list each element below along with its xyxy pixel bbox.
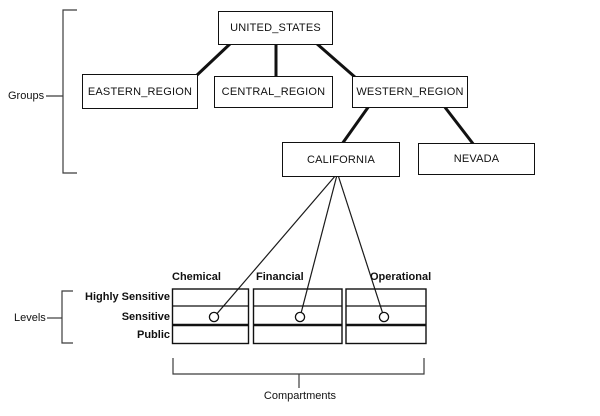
- edge-western-nevada: [442, 105, 476, 146]
- levels-table: [171, 288, 427, 345]
- node-western-region: WESTERN_REGION: [352, 76, 468, 108]
- groups-bracket-label: Groups: [8, 90, 45, 102]
- node-california: CALIFORNIA: [282, 142, 400, 177]
- groups-bracket: [62, 9, 77, 174]
- group-hierarchy-edges: [194, 41, 476, 146]
- level-label-highly-sensitive: Highly Sensitive: [85, 291, 170, 303]
- edge-western-california: [340, 105, 371, 145]
- table-column-chemical: [171, 288, 250, 345]
- link-california-operational: [337, 174, 383, 313]
- marker-circle-financial: [294, 311, 306, 323]
- node-label: UNITED_STATES: [230, 22, 321, 34]
- link-california-chemical: [216, 174, 337, 314]
- node-united-states: UNITED_STATES: [218, 11, 333, 45]
- edge-us-western: [315, 41, 357, 80]
- node-central-region: CENTRAL_REGION: [214, 76, 333, 108]
- compartment-header-chemical: Chemical: [172, 271, 221, 283]
- level-label-public: Public: [136, 329, 170, 341]
- levels-bracket: [61, 290, 73, 344]
- node-label: EASTERN_REGION: [87, 85, 193, 98]
- node-label: NEVADA: [453, 153, 500, 165]
- marker-circle-chemical: [208, 311, 220, 323]
- node-label: WESTERN_REGION: [356, 86, 464, 98]
- marker-circle-operational: [378, 311, 390, 323]
- compartment-header-operational: Operational: [370, 271, 432, 283]
- table-column-financial: [252, 288, 343, 345]
- node-nevada: NEVADA: [418, 143, 535, 175]
- compartments-bracket: [172, 358, 425, 375]
- brackets: [46, 9, 425, 388]
- california-compartment-links: [216, 174, 383, 314]
- levels-bracket-label: Levels: [14, 312, 46, 324]
- compartment-header-financial: Financial: [256, 271, 304, 283]
- link-california-financial: [300, 174, 338, 313]
- level-label-sensitive: Sensitive: [121, 311, 170, 323]
- compartments-bracket-label: Compartments: [263, 390, 337, 402]
- sensitive-markers: [208, 311, 390, 323]
- node-label: CENTRAL_REGION: [221, 86, 326, 98]
- node-label: CALIFORNIA: [306, 153, 375, 166]
- node-eastern-region: EASTERN_REGION: [82, 74, 198, 109]
- table-column-operational: [345, 288, 427, 345]
- edge-us-eastern: [194, 41, 233, 78]
